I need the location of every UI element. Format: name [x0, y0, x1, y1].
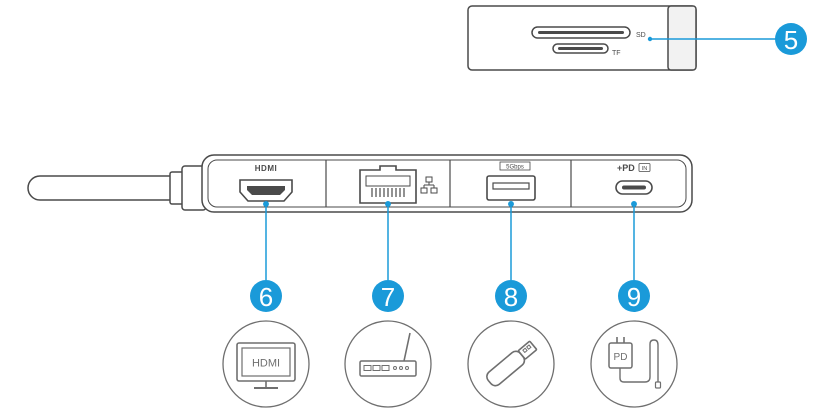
hdmi-port: HDMI — [239, 164, 293, 202]
router-icon — [344, 320, 432, 408]
network-icon — [420, 176, 438, 194]
usb-speed-label: 5Gbps — [506, 165, 524, 171]
svg-text:8: 8 — [504, 282, 518, 312]
svg-text:7: 7 — [381, 282, 395, 312]
svg-text:9: 9 — [627, 282, 641, 312]
hub-body — [201, 154, 693, 213]
pd-port: +PD IN — [615, 163, 653, 195]
charger-icon-text: PD — [614, 352, 628, 363]
tf-label: TF — [612, 50, 621, 57]
usb-drive-icon — [467, 320, 555, 408]
charger-icon: PD — [590, 320, 678, 408]
callout-6: 6 — [250, 280, 282, 312]
pd-in-label: IN — [642, 166, 648, 172]
svg-text:6: 6 — [259, 282, 273, 312]
callout-8: 8 — [495, 280, 527, 312]
callout-9: 9 — [618, 280, 650, 312]
leader-lines — [263, 201, 637, 280]
monitor-icon-text: HDMI — [252, 358, 280, 370]
usb-c-cable — [27, 165, 207, 211]
card-reader: SD TF 5 — [467, 5, 807, 71]
pd-port-label: +PD — [617, 163, 635, 173]
svg-text:5: 5 — [784, 25, 798, 55]
callout-5: 5 — [775, 23, 807, 55]
usb-a-port: 5Gbps — [486, 161, 536, 201]
callout-7: 7 — [372, 280, 404, 312]
hdmi-port-label: HDMI — [255, 164, 277, 173]
ethernet-port — [359, 165, 438, 204]
monitor-icon: HDMI — [222, 320, 310, 408]
sd-label: SD — [636, 32, 646, 39]
